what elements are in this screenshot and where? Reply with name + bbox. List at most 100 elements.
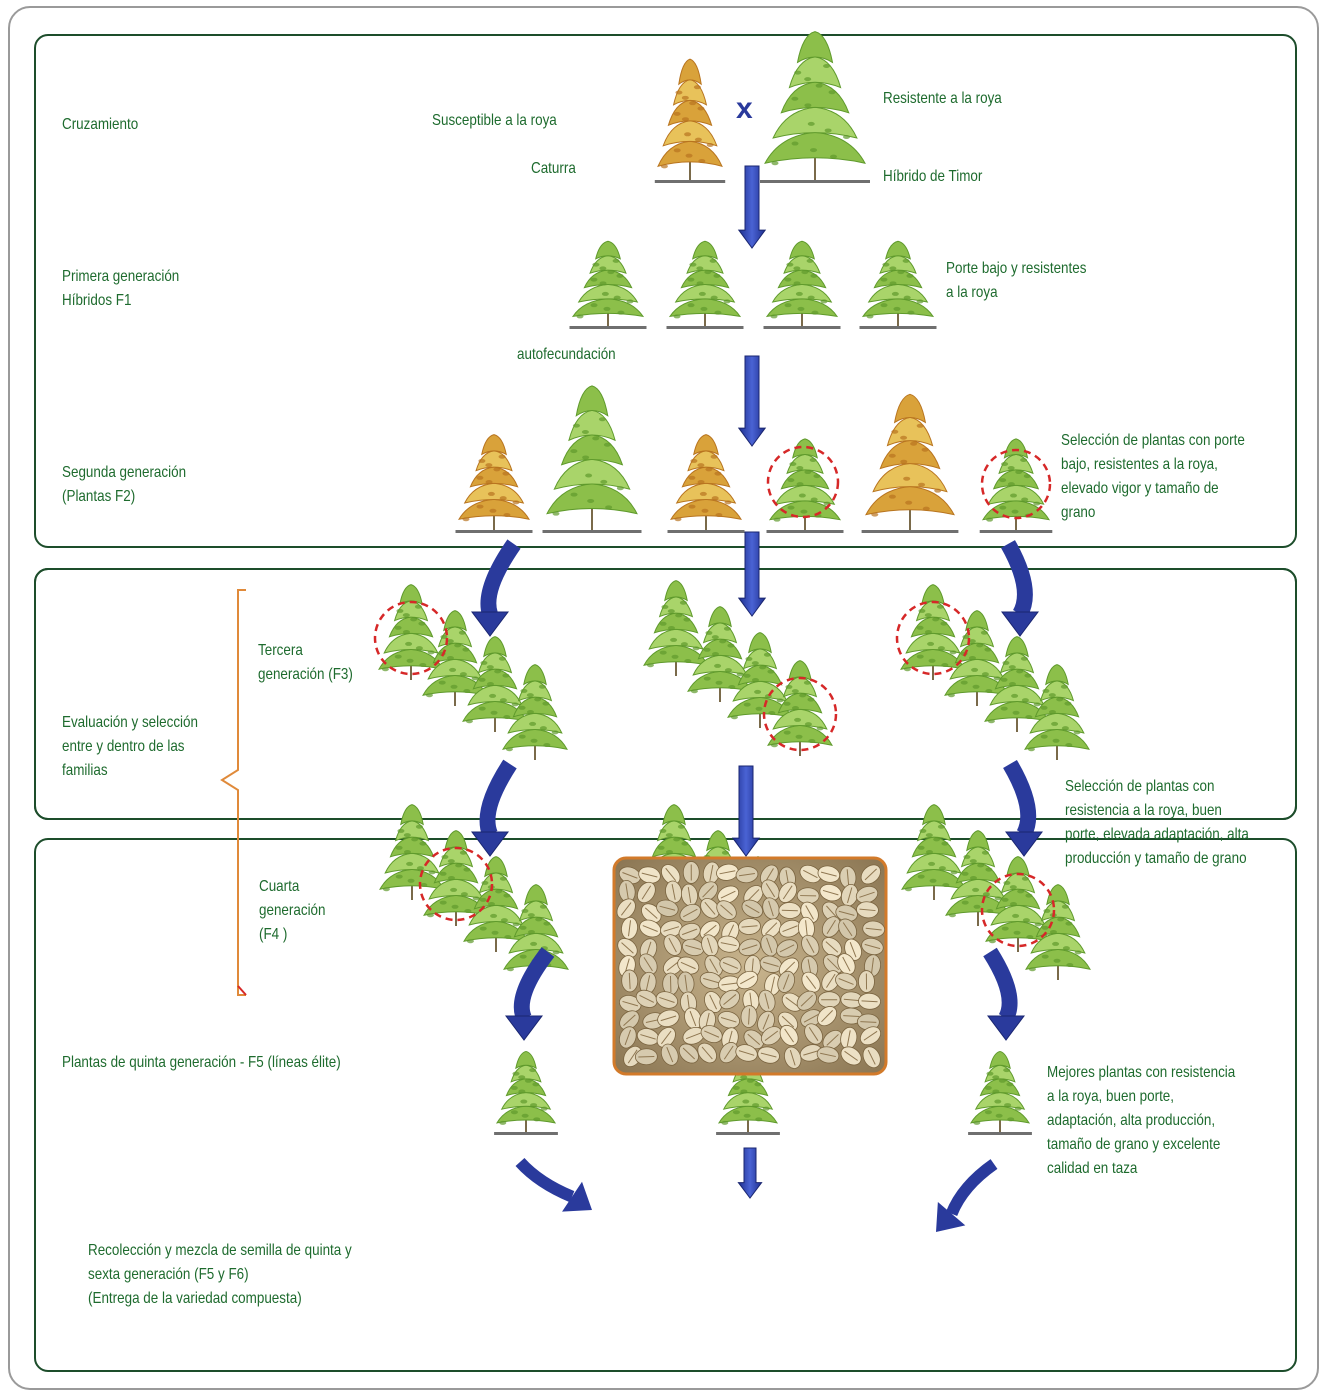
label-tercera-1: Tercera — [258, 642, 303, 659]
coffee-bean — [858, 992, 881, 1010]
label-cuarta-2: generación — [259, 902, 326, 919]
beans-layer — [616, 861, 886, 1069]
curved-arrow-head — [471, 611, 509, 637]
coffee-bean — [634, 1048, 658, 1066]
coffee-bean — [637, 881, 656, 904]
coffee-bean — [758, 989, 776, 1013]
label-sel-f4-3: porte, elevada adaptación, alta — [1065, 826, 1249, 843]
down-arrow — [737, 1147, 763, 1199]
curved-arrow — [1000, 540, 1033, 619]
coffee-bean — [619, 1026, 637, 1049]
label-cuarta-1: Cuarta — [259, 878, 300, 895]
diagonal-arrow-head — [562, 1181, 592, 1212]
label-recoleccion-1: Recolección y mezcla de semilla de quint… — [88, 1242, 352, 1259]
family-bracket-tip — [237, 985, 247, 996]
label-caturra: Caturra — [531, 160, 576, 177]
coffee-bean — [621, 969, 639, 993]
coffee-tree — [423, 830, 489, 926]
down-arrow — [737, 531, 767, 617]
coffee-bean — [821, 901, 842, 923]
label-resistente: Resistente a la roya — [883, 90, 1002, 107]
coffee-tree — [984, 636, 1050, 732]
coffee-bean — [840, 1046, 862, 1066]
coffee-bean — [704, 991, 723, 1013]
curved-arrow — [480, 539, 521, 617]
panel-final — [34, 838, 1297, 1372]
label-recoleccion-2: sexta generación (F5 y F6) — [88, 1266, 249, 1283]
label-sel-f2-3: elevado vigor y tamaño de — [1061, 480, 1219, 497]
label-quinta: Plantas de quinta generación - F5 (línea… — [62, 1054, 341, 1071]
coffee-bean — [817, 991, 841, 1009]
coffee-bean — [719, 1042, 739, 1064]
label-recoleccion-3: (Entrega de la variedad compuesta) — [88, 1290, 302, 1307]
selection-circle — [895, 600, 971, 676]
label-primera-gen-2: Híbridos F1 — [62, 292, 132, 309]
coffee-tree — [463, 856, 529, 952]
label-evaluacion-3: familias — [62, 762, 108, 779]
curved-arrow — [983, 947, 1018, 1022]
coffee-bean — [697, 1042, 717, 1064]
coffee-bean — [704, 954, 723, 977]
coffee-bean — [817, 865, 841, 883]
coffee-tree — [945, 830, 1011, 926]
coffee-bean — [716, 863, 739, 881]
coffee-tree — [654, 58, 726, 183]
family-bracket — [220, 589, 246, 996]
label-sel-f4-2: resistencia a la roya, buen — [1065, 802, 1222, 819]
label-sel-f2-4: grano — [1061, 504, 1096, 521]
coffee-bean — [839, 1007, 863, 1025]
curved-arrow — [479, 759, 517, 838]
coffee-tree — [643, 580, 709, 676]
coffee-tree — [727, 632, 793, 728]
label-cruzamiento: Cruzamiento — [62, 116, 139, 133]
coffee-bean — [717, 885, 740, 904]
coffee-bean — [778, 902, 802, 919]
curved-arrow-head — [505, 1015, 543, 1041]
panel-crossing — [34, 34, 1297, 548]
coffee-bean — [835, 972, 858, 991]
coffee-bean — [717, 1011, 740, 1029]
curved-arrow — [513, 947, 555, 1022]
coffee-bean — [635, 989, 658, 1008]
label-sel-f4-4: producción y tamaño de grano — [1065, 850, 1247, 867]
coffee-bean — [700, 898, 720, 919]
coffee-bean — [657, 1009, 680, 1028]
coffee-bean — [661, 864, 681, 885]
down-arrow — [737, 355, 767, 447]
coffee-tree — [760, 31, 870, 183]
selection-circle — [418, 846, 494, 922]
coffee-bean — [699, 920, 721, 940]
coffee-bean — [764, 973, 782, 996]
coffee-beans-photo — [612, 856, 888, 1076]
coffee-bean — [738, 938, 761, 957]
coffee-bean — [861, 937, 884, 956]
selection-circle — [762, 676, 838, 752]
coffee-bean — [617, 938, 638, 958]
label-evaluacion-2: entre y dentro de las — [62, 738, 185, 755]
coffee-bean — [777, 970, 795, 993]
coffee-bean — [663, 934, 682, 956]
selection-circle — [980, 448, 1052, 520]
coffee-bean — [639, 971, 657, 995]
coffee-bean — [862, 1046, 881, 1069]
coffee-bean — [662, 972, 680, 996]
curved-arrow-head — [1005, 831, 1043, 857]
coffee-tree — [1025, 884, 1091, 980]
coffee-bean — [655, 991, 679, 1009]
label-cuarta-3: (F4 ) — [259, 926, 288, 943]
coffee-bean — [740, 1005, 758, 1028]
coffee-bean — [804, 1023, 824, 1045]
coffee-tree — [494, 1050, 558, 1135]
label-porte-bajo-2: a la roya — [946, 284, 998, 301]
coffee-bean — [618, 866, 641, 885]
coffee-tree — [968, 1050, 1032, 1135]
selection-circles-layer — [373, 445, 1056, 948]
coffee-bean — [776, 939, 798, 958]
coffee-bean — [678, 1043, 699, 1064]
curved-arrow — [1003, 759, 1037, 838]
coffee-tree — [462, 636, 528, 732]
coffee-bean — [821, 937, 843, 957]
label-sel-f2-1: Selección de plantas con porte — [1061, 432, 1245, 449]
coffee-tree — [569, 240, 647, 329]
